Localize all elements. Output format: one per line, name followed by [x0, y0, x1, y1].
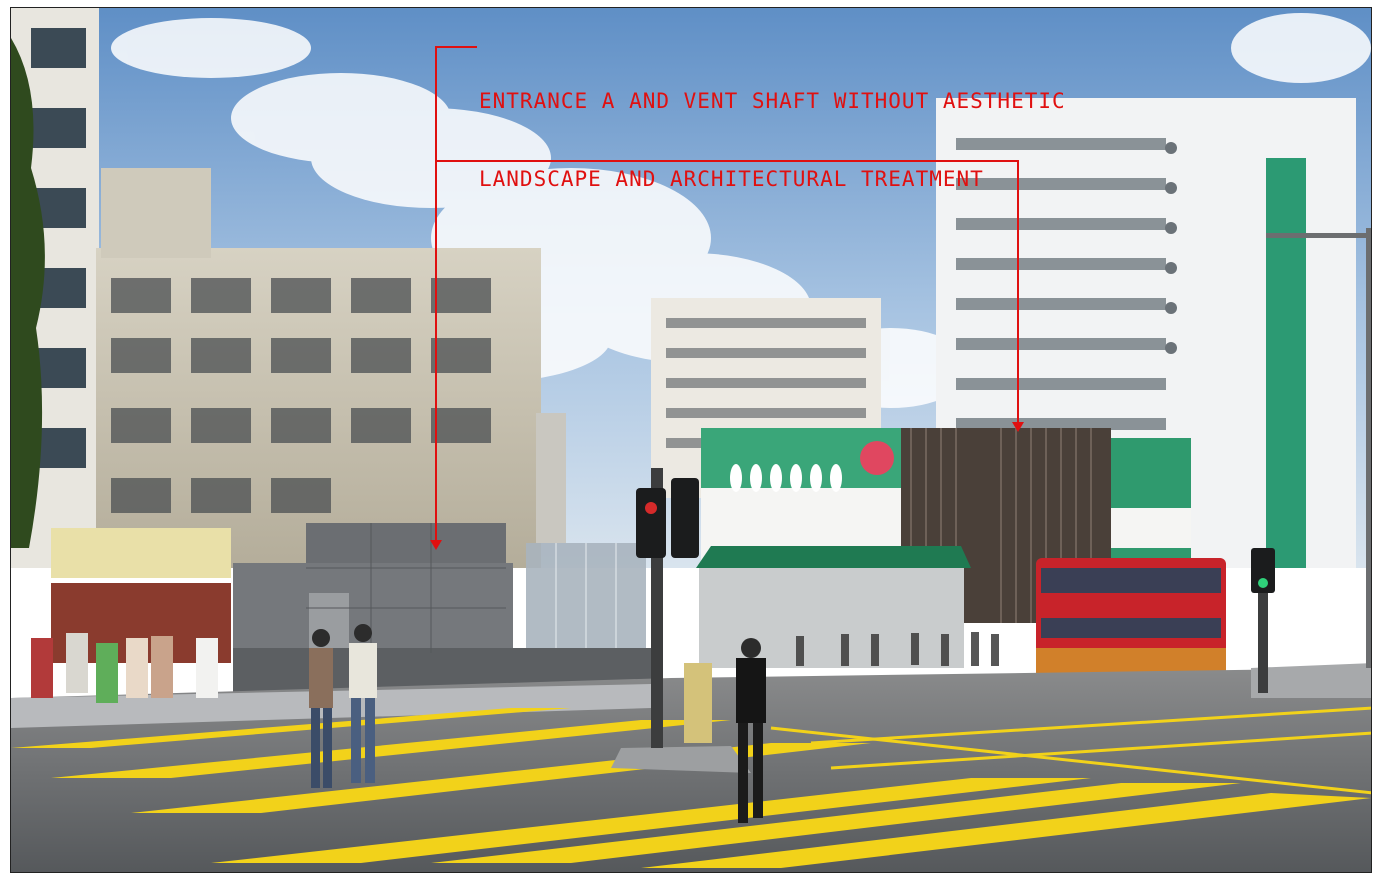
annotation-line-1: ENTRANCE A AND VENT SHAFT WITHOUT AESTHE…: [479, 89, 1066, 113]
callout-horizontal-leader: [435, 160, 1019, 162]
pavilion: [699, 568, 964, 668]
annotation-label: ENTRANCE A AND VENT SHAFT WITHOUT AESTHE…: [479, 36, 1066, 244]
photomontage-frame: ENTRANCE A AND VENT SHAFT WITHOUT AESTHE…: [10, 7, 1372, 873]
callout-left-arrowhead: [430, 540, 442, 550]
callout-top-line: [435, 46, 477, 48]
tree: [11, 38, 45, 548]
shop-sign: [51, 528, 231, 578]
traffic-island: [611, 746, 751, 773]
callout-right-arrowhead: [1012, 422, 1024, 432]
pavilion-roof: [696, 546, 971, 568]
traffic-light: [636, 488, 666, 558]
callout-right-leader: [1017, 160, 1019, 428]
callout-left-leader: [435, 46, 437, 546]
pedestrians: [31, 624, 999, 823]
street-scene-photomontage: [11, 8, 1371, 872]
annotation-line-2: LANDSCAPE AND ARCHITECTURAL TREATMENT: [479, 167, 984, 191]
